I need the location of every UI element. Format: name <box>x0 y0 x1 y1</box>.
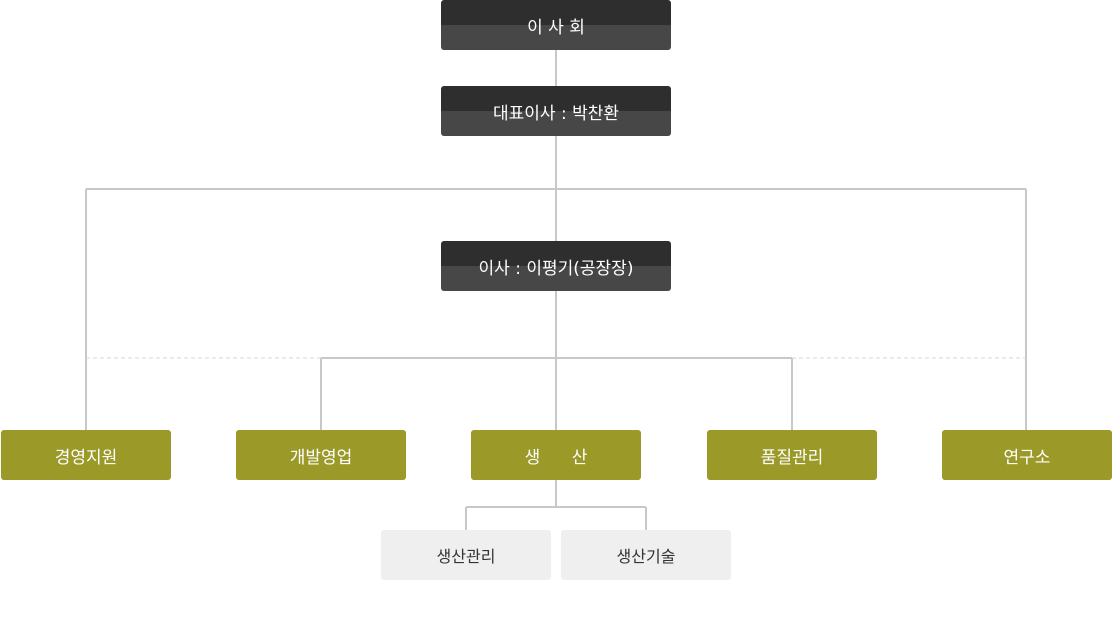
dept-production: 생 산 <box>471 430 641 480</box>
dept-quality-control: 품질관리 <box>707 430 877 480</box>
dept-label: 품질관리 <box>760 447 824 468</box>
sub-label: 생산기술 <box>616 547 676 566</box>
director-box: 이사 : 이평기(공장장) <box>441 241 671 291</box>
director-label: 이사 : 이평기(공장장) <box>478 258 634 279</box>
sub-production-technology: 생산기술 <box>561 530 731 580</box>
dept-label: 개발영업 <box>289 447 353 468</box>
dept-label: 생 산 <box>524 447 588 468</box>
ceo-box: 대표이사 : 박찬환 <box>441 86 671 136</box>
dept-label: 경영지원 <box>54 447 118 468</box>
sub-label: 생산관리 <box>436 547 496 566</box>
board-label: 이 사 회 <box>527 17 585 38</box>
dept-research-lab: 연구소 <box>942 430 1112 480</box>
ceo-label: 대표이사 : 박찬환 <box>492 103 619 124</box>
dept-development-sales: 개발영업 <box>236 430 406 480</box>
board-box: 이 사 회 <box>441 0 671 50</box>
dept-management-support: 경영지원 <box>1 430 171 480</box>
sub-production-management: 생산관리 <box>381 530 551 580</box>
dept-label: 연구소 <box>1003 447 1051 468</box>
